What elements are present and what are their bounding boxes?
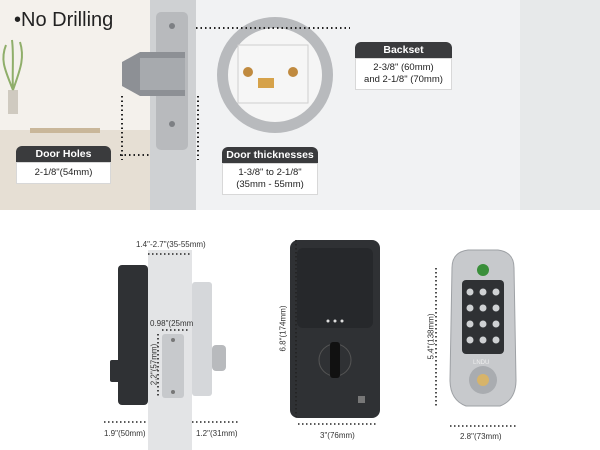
backset-value-2: and 2-1/8" (70mm) <box>364 74 443 85</box>
front-width-dim: 2.8"(73mm) <box>460 432 502 441</box>
door-holes-label: Door Holes <box>16 146 111 162</box>
door-holes-callout: Door Holes 2-1/8"(54mm) <box>16 146 111 184</box>
latch-width-dim: 0.98"(25mm <box>150 319 194 328</box>
brand-logo: LNDU <box>473 360 490 366</box>
door-thickness-callout: Door thicknesses 1-3/8" to 2-1/8" (35mm … <box>222 147 318 195</box>
backset-callout: Backset 2-3/8" (60mm) and 2-1/8" (70mm) <box>355 42 452 90</box>
side-right-dim: 1.2"(31mm) <box>196 429 238 438</box>
door-range-dim: 1.4"-2.7"(35-55mm) <box>136 240 206 249</box>
front-height-dim: 5.4"(138mm) <box>426 313 436 360</box>
door-thickness-label: Door thicknesses <box>222 147 318 163</box>
back-width-dim: 3"(76mm) <box>320 431 355 440</box>
headline: •No Drilling <box>14 9 114 31</box>
back-height-dim: 6.8"(174mm) <box>278 305 288 352</box>
door-holes-value: 2-1/8"(54mm) <box>16 162 111 184</box>
backset-value-1: 2-3/8" (60mm) <box>373 62 434 73</box>
door-thickness-value-1: 1-3/8" to 2-1/8" <box>238 167 302 178</box>
dimension-drawings <box>104 240 517 450</box>
backset-label: Backset <box>355 42 452 58</box>
dimensions-panel: 1.4"-2.7"(35-55mm) 0.98"(25mm 2.2"(57mm)… <box>0 210 600 450</box>
latch-height-dim: 2.2"(57mm) <box>149 343 159 386</box>
side-left-dim: 1.9"(50mm) <box>104 429 146 438</box>
door-thickness-value-2: (35mm - 55mm) <box>236 179 304 190</box>
install-photo: •No Drilling Door Holes 2-1/8"(54mm) Doo… <box>0 0 600 210</box>
